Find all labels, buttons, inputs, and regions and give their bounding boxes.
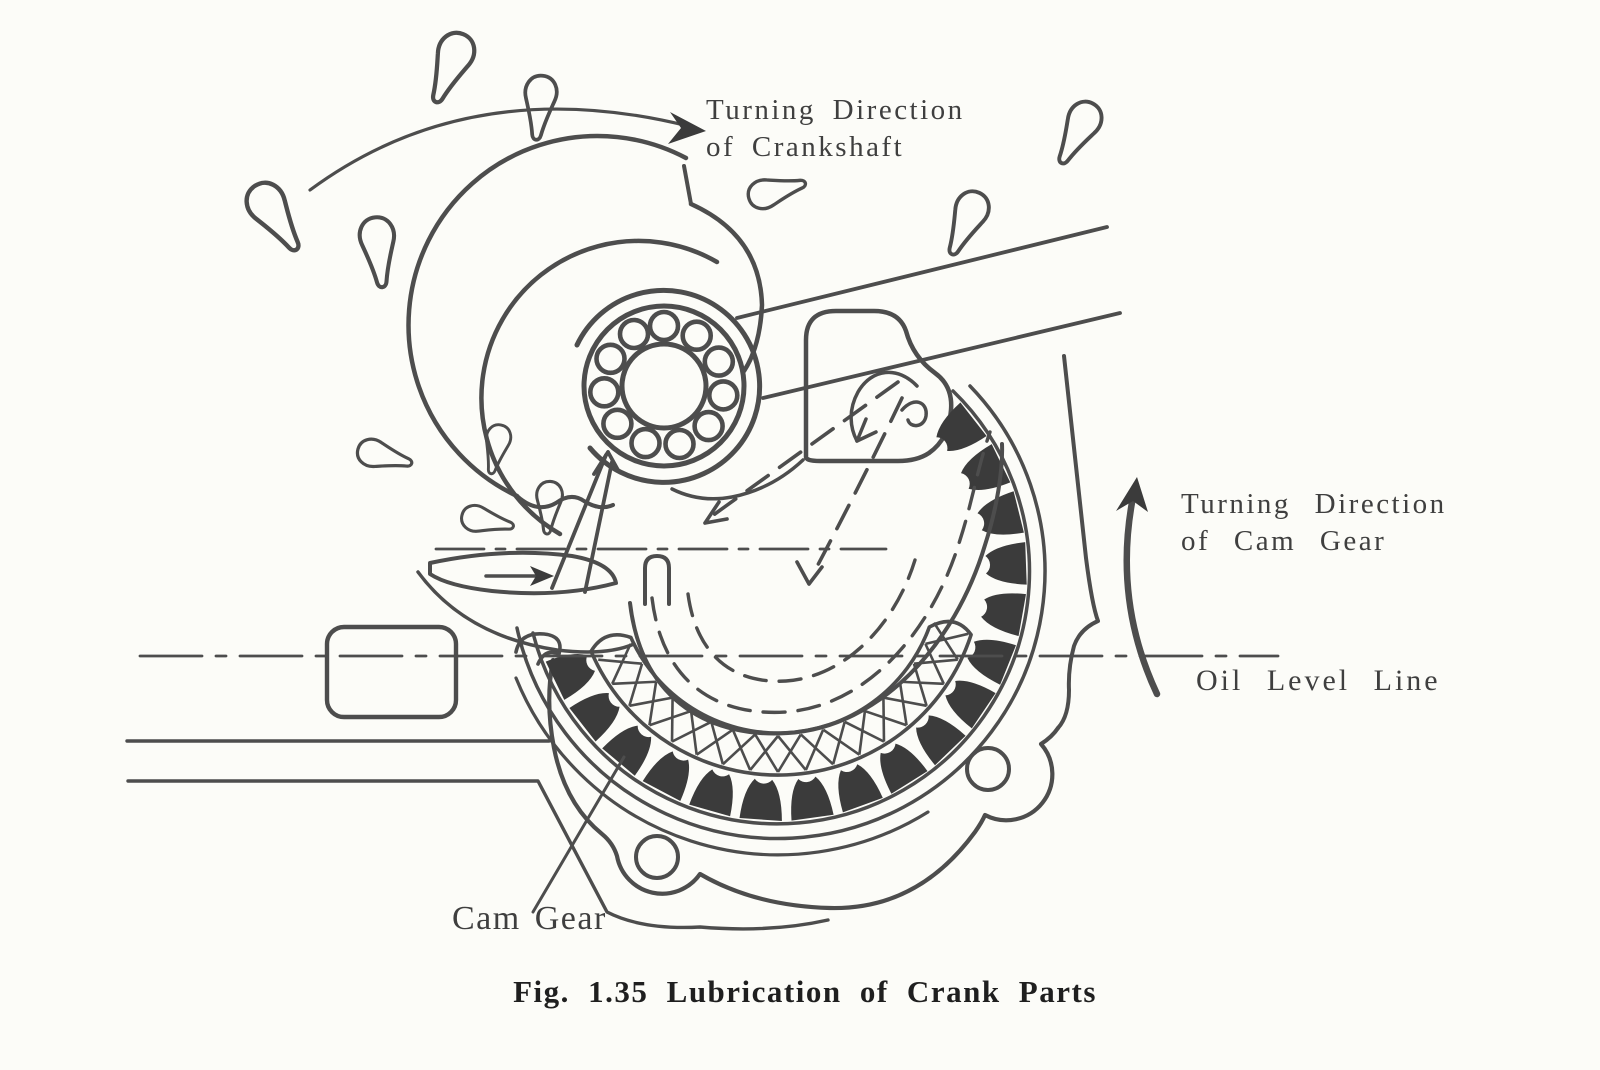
crank-disc-outer-edge [406, 133, 689, 499]
dipper-arm [416, 570, 636, 654]
crank-disc-bottom-edge [515, 494, 615, 510]
oil-drop [746, 178, 808, 211]
breather-boot [670, 308, 954, 501]
label-cam-gear: Cam Gear [452, 900, 607, 937]
bolt-hole-right [965, 746, 1011, 792]
cam-gear-arrow-shaft [1123, 493, 1161, 698]
cam-gear-teeth [545, 402, 1027, 821]
hub-to-boot-curve [670, 458, 805, 501]
cam-gear-direction-arrow [1116, 477, 1161, 698]
crankshaft-arrow-shaft [308, 107, 690, 192]
engine-body-edge [1056, 354, 1100, 730]
label-oil-level-line: Oil Level Line [1196, 664, 1441, 697]
oil-flow-arrows [703, 380, 904, 586]
oil-drop [535, 479, 564, 536]
boot-outline [803, 308, 954, 464]
bearing-outer-race [581, 303, 747, 469]
oil-drop [523, 73, 559, 142]
crankshaft-direction-arrow [308, 107, 706, 192]
gear-rim-arc-inner [531, 389, 1032, 826]
crankshaft-counterweight [406, 133, 765, 537]
oil-flow-arrow-down-shaft [810, 396, 904, 578]
label-crankshaft-direction: Turning Direction of Crankshaft [706, 94, 965, 164]
oil-dipper [416, 450, 636, 654]
ball-bearing [574, 287, 763, 485]
bowl-left-tab [643, 554, 671, 606]
connecting-rod-upper-edge [735, 225, 1109, 320]
bearing-bore [619, 341, 709, 431]
oil-drops [244, 30, 1104, 536]
connecting-rod-lower-edge [761, 311, 1122, 400]
boot-splash-arrow-shaft [849, 370, 919, 443]
bowl-wall [628, 442, 1005, 736]
dipper-blade [428, 550, 618, 596]
oil-jet-left-edge [550, 453, 608, 590]
dipper-arrow-head [530, 566, 554, 586]
oil-drop [1057, 99, 1104, 166]
oil-jet-right-edge [583, 460, 614, 594]
oil-drop [357, 215, 397, 290]
oil-drop [355, 437, 414, 469]
gear-rim-arc-outer [515, 384, 1047, 841]
bowl-dashed-arc-outer [650, 430, 992, 715]
crosshatch-border [589, 619, 973, 777]
crankcase-boss [324, 624, 459, 720]
bolt-hole-left [634, 834, 680, 880]
bearing-shell-crosshatch [589, 619, 973, 777]
housing-outer-wall [547, 657, 1061, 911]
connecting-rod [735, 225, 1122, 400]
crankshaft-arrow-head [668, 112, 706, 144]
cam-gear-arrow-head [1116, 477, 1148, 512]
oil-drop [244, 180, 301, 253]
crank-disc-lobe-split [682, 164, 693, 206]
oil-drop [947, 189, 991, 257]
crank-chamber-bowl [628, 430, 1005, 736]
figure-caption: Fig. 1.35 Lubrication of Crank Parts [513, 974, 1097, 1009]
bearing-boss-circle [574, 287, 763, 485]
oil-drop [484, 423, 513, 476]
oil-flow-arrow-left-shaft [710, 380, 900, 518]
crankcase-wall-lower [126, 779, 830, 931]
gear-housing [514, 384, 1061, 911]
crosshatch-lines [598, 621, 969, 773]
oil-jet-arrowhead [592, 450, 620, 476]
crankcase-walls [125, 624, 830, 931]
cam-gear-leader-line [531, 755, 626, 914]
boot-splash-arrowhead [855, 417, 878, 443]
housing-left-curl [514, 632, 562, 666]
bowl-dashed-arc-inner [686, 558, 917, 683]
oil-drop [430, 30, 477, 105]
bearing-balls [587, 309, 740, 461]
label-cam-gear-direction: Turning Direction of Cam Gear [1181, 488, 1447, 558]
oil-drop [460, 503, 515, 533]
crank-disc-web-crescent [479, 238, 720, 537]
housing-inner-arc [514, 676, 930, 857]
boot-splash-curl [900, 400, 928, 428]
oil-flow-arrow-left-head [703, 500, 729, 525]
oil-flow-arrow-down-head [795, 560, 824, 586]
